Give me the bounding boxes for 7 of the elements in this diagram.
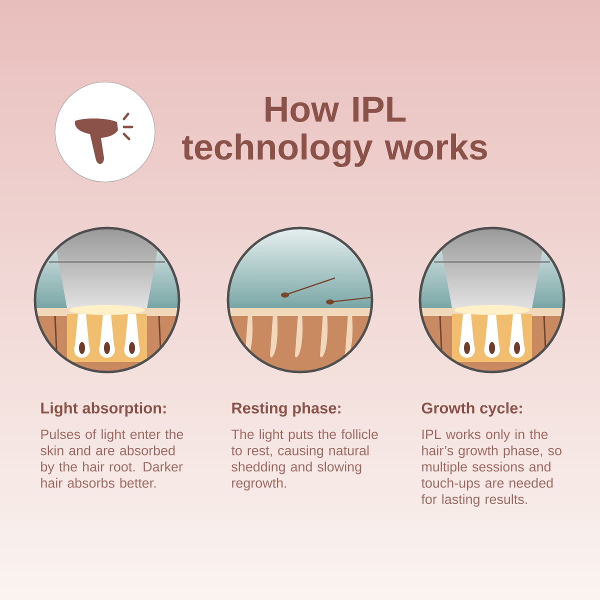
heading: Light absorption: (41, 402, 166, 417)
description: The light puts the follicle to rest, causing natural shedding and slowing regrowth. (231, 429, 378, 490)
heading: Resting phase: (232, 402, 340, 417)
heading: Growth cycle: (422, 402, 522, 417)
title: How IPL technology works (182, 96, 487, 168)
description: Pulses of light enter the skin and are absorbed by the hair root. Darker hair absorbs better. (40, 429, 184, 488)
description: IPL works only in the hair’s growth phase, so multiple sessions and touch-ups are needed for lasting results. (421, 429, 562, 507)
